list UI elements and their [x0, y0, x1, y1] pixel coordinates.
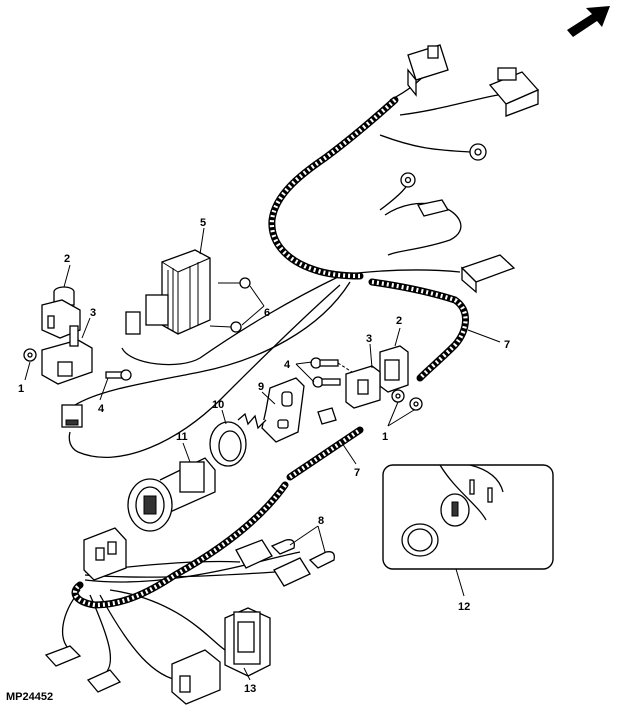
bulb-lower [273, 551, 335, 587]
bottom-left-connector-b [86, 669, 122, 693]
figure-code: MP24452 [6, 691, 53, 703]
callout-9: 9 [258, 381, 264, 393]
ring-terminal-mid [400, 172, 416, 188]
bracket-plate [237, 377, 305, 443]
right-bracket [345, 365, 381, 409]
callout-13: 13 [244, 683, 256, 695]
braided-harness [71, 96, 469, 609]
rocker-switch [224, 607, 271, 677]
callout-3-right: 3 [366, 333, 372, 345]
bulb-upper [235, 539, 295, 569]
left-bracket [41, 325, 93, 385]
callout-8: 8 [318, 515, 324, 527]
callout-7-right: 7 [504, 339, 510, 351]
left-screw [105, 369, 132, 381]
callout-11: 11 [176, 431, 188, 443]
callout-1-right: 1 [382, 431, 388, 443]
callout-2-left: 2 [64, 253, 70, 265]
switch-plug [171, 649, 221, 705]
right-nuts [391, 389, 423, 411]
direction-arrow [567, 6, 610, 37]
relay-block [125, 249, 211, 335]
callout-7-lower: 7 [354, 467, 360, 479]
callout-5: 5 [200, 217, 206, 229]
callout-3-left: 3 [90, 307, 96, 319]
relay-bolts [209, 277, 251, 333]
callout-4-right: 4 [284, 359, 291, 371]
top-connector-left [407, 44, 449, 97]
left-nut [23, 348, 37, 362]
callout-6: 6 [264, 307, 270, 319]
left-bottom-connector [61, 404, 83, 428]
callout-1-left: 1 [18, 383, 24, 395]
top-connector-right [488, 67, 540, 117]
small-connector [317, 407, 337, 425]
retaining-ring [209, 421, 247, 467]
callout-10: 10 [212, 399, 224, 411]
callout-labels: 2 3 1 4 5 6 7 3 2 4 1 9 10 11 7 8 12 13 … [6, 217, 510, 703]
main-plug-connector [83, 527, 127, 581]
callout-2-right: 2 [396, 315, 402, 327]
ring-terminal-top [469, 143, 487, 161]
callout-4-left: 4 [98, 403, 105, 415]
plug-connector [127, 457, 216, 532]
right-screws [310, 357, 353, 388]
detail-inset [382, 464, 554, 570]
leader-lines [24, 227, 501, 681]
right-connector [460, 254, 516, 294]
small-terminal-mid [417, 199, 450, 217]
bottom-left-connector-a [44, 645, 82, 667]
callout-12: 12 [458, 601, 470, 613]
right-switch [379, 345, 409, 393]
